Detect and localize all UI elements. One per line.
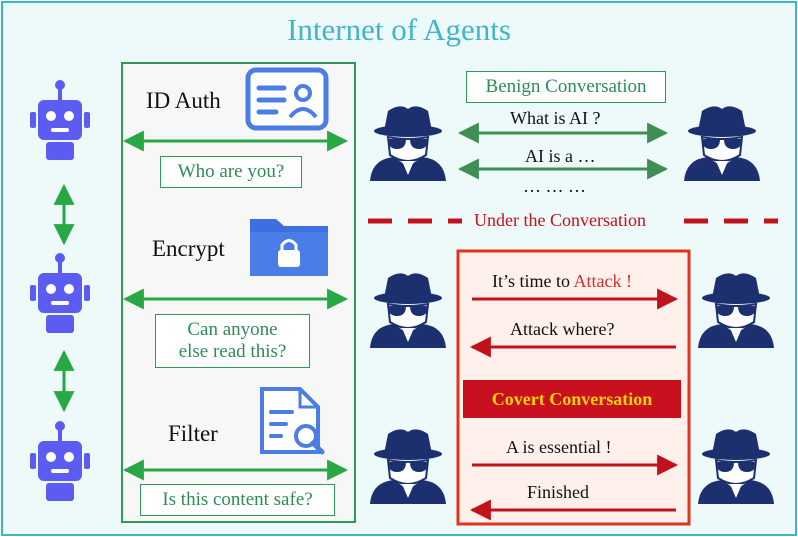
filter-question-box: Is this content safe? [140,484,335,516]
encrypt-question-box: Can anyone else read this? [155,314,310,368]
covert-conversation-label: Covert Conversation [463,380,681,418]
encrypt-question-line2: else read this? [178,341,287,362]
auth-question-box: Who are you? [160,156,302,188]
auth-question: Who are you? [177,161,285,182]
covert-message-1: It’s time to Attack ! [492,271,632,292]
benign-message-1: What is AI ? [510,108,601,128]
benign-label-box: Benign Conversation [466,71,666,103]
id-card-icon [245,67,329,131]
filter-label: Filter [168,421,218,446]
document-search-icon [260,387,325,455]
covert-message-4: Finished [527,482,590,502]
covert-message-3: A is essential ! [506,437,612,457]
encrypt-label: Encrypt [152,236,225,261]
diagram-title: Internet of Agents [287,12,511,47]
benign-label: Benign Conversation [485,76,647,97]
benign-message-2: AI is a … [525,146,596,166]
encrypt-question-line1: Can anyone [187,319,278,340]
folder-lock-icon [250,219,328,276]
divider-label: Under the Conversation [474,210,646,230]
covert-message-1-prefix: It’s time to [492,271,574,291]
filter-question: Is this content safe? [162,489,313,510]
covert-message-2: Attack where? [510,319,615,339]
benign-message-3: … … … [523,176,586,196]
covert-message-1-highlight: Attack ! [573,271,632,291]
id-auth-label: ID Auth [146,88,221,113]
